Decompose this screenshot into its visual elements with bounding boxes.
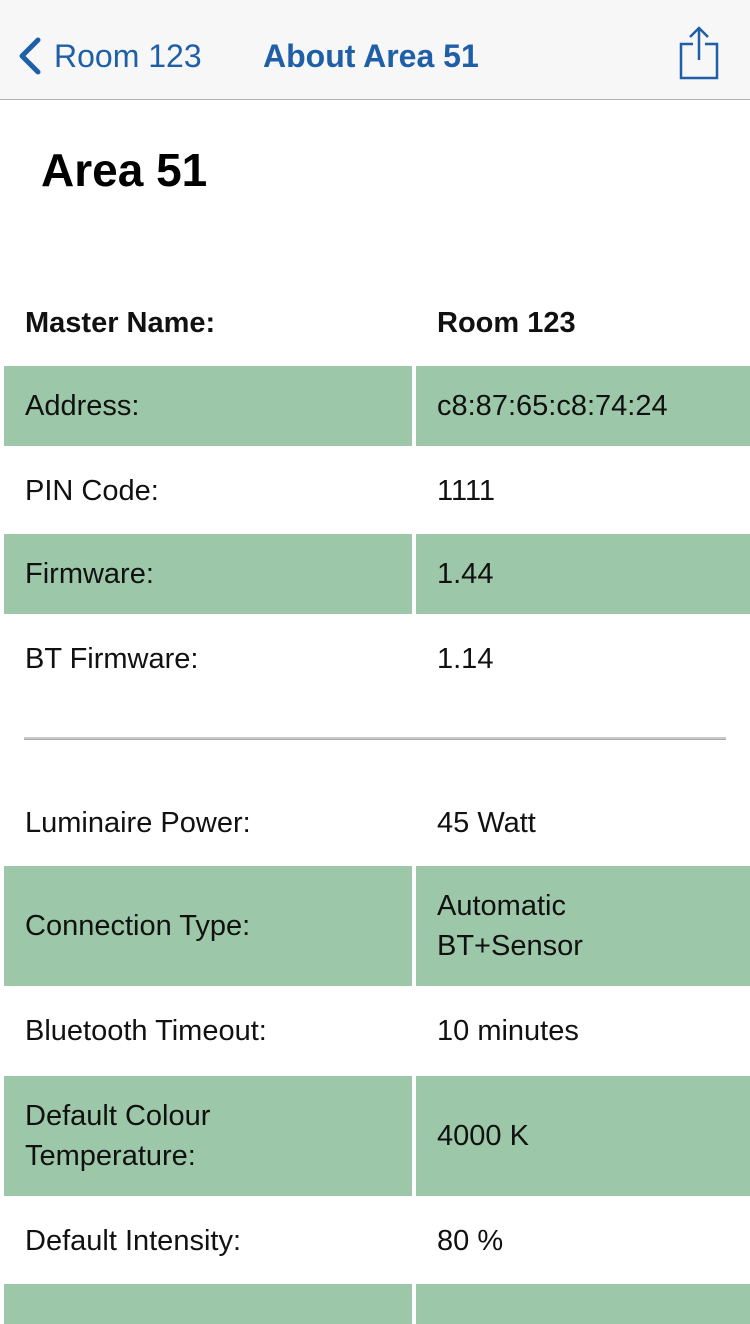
setting-row: Bluetooth Timeout: 10 minutes [0,990,750,1072]
device-info-value: 1.14 [437,643,494,675]
setting-value: 10 minutes [437,1015,579,1047]
device-info-row: BT Firmware: 1.14 [0,618,750,700]
device-info-row: Firmware:1.44 [0,534,750,614]
device-info-value: 1.44 [416,534,750,614]
device-info-row: Master Name: Room 123 [0,282,750,364]
device-info-row: PIN Code: 1111 [0,450,750,532]
setting-label: Luminaire Power: [25,807,251,839]
section-divider [24,737,726,740]
device-info-value: Room 123 [437,307,576,339]
nav-title: About Area 51 [263,38,479,74]
device-info-label: Master Name: [25,307,216,339]
device-info-label: PIN Code: [25,475,159,507]
setting-row [0,1284,750,1324]
device-info-label: Firmware: [4,534,412,614]
share-button[interactable] [676,24,722,82]
device-info-row: Address:c8:87:65:c8:74:24 [0,366,750,446]
share-icon [679,26,719,80]
setting-label: Connection Type: [4,866,412,986]
setting-label: Default Colour Temperature: [4,1076,412,1196]
setting-row: Luminaire Power: 45 Watt [0,782,750,864]
setting-value [416,1284,750,1324]
device-info-label: Address: [4,366,412,446]
setting-value: 45 Watt [437,807,536,839]
navigation-bar: Room 123 About Area 51 [0,0,750,100]
chevron-left-icon [19,37,41,75]
setting-value: Automatic BT+Sensor [416,866,750,986]
back-button[interactable]: Room 123 [14,30,202,82]
device-info-value: c8:87:65:c8:74:24 [416,366,750,446]
setting-value: 80 % [437,1225,504,1257]
page-title: Area 51 [41,144,208,196]
device-info-value: 1111 [437,475,496,507]
setting-row: Default Colour Temperature:4000 K [0,1076,750,1196]
back-button-label: Room 123 [54,38,202,74]
setting-row: Default Intensity: 80 % [0,1200,750,1282]
setting-label: Bluetooth Timeout: [25,1015,267,1047]
device-info-label: BT Firmware: [25,643,199,675]
setting-row: Connection Type:Automatic BT+Sensor [0,866,750,986]
setting-label [4,1284,412,1324]
setting-label: Default Intensity: [25,1225,241,1257]
setting-value: 4000 K [416,1076,750,1196]
